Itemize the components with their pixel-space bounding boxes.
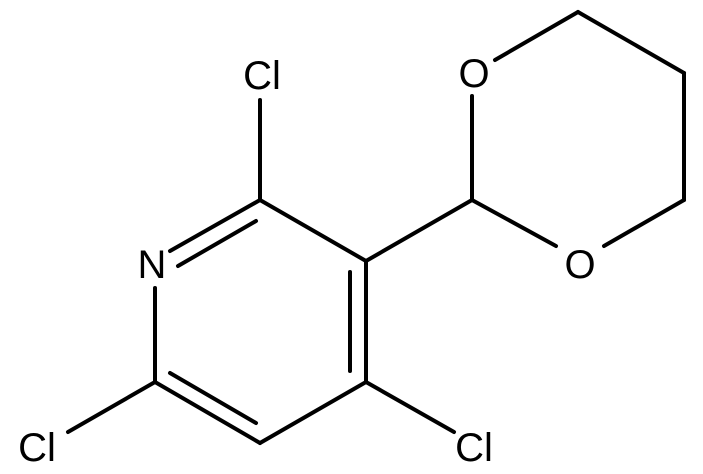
- pyridine-ring: [153, 198, 368, 445]
- bond-o3-c2prime: [470, 198, 558, 248]
- bond-c5-c6-double-inner: [168, 371, 258, 425]
- atom-label-n: N: [138, 243, 167, 287]
- dioxane-ring: [364, 10, 686, 263]
- bond-o1-c6prime: [493, 10, 580, 62]
- bond-c6prime-c5prime: [576, 10, 686, 75]
- atom-label-cl-6: Cl: [18, 426, 56, 470]
- atom-label-cl-2: Cl: [243, 54, 281, 98]
- atom-label-cl-4: Cl: [455, 426, 493, 470]
- chlorine-bonds: [66, 98, 456, 434]
- bond-c5-c6-double-outer: [153, 380, 262, 445]
- atom-label-o-3: O: [564, 243, 595, 287]
- bond-c6-cl: [66, 380, 157, 434]
- bond-c3-c2prime: [364, 198, 474, 263]
- atom-label-o-1: O: [458, 52, 489, 96]
- bond-c2-c3: [258, 198, 368, 263]
- bond-c4-c5: [258, 380, 368, 445]
- bond-n1-c2-double-outer: [168, 198, 262, 253]
- bond-c4prime-o3: [602, 198, 686, 248]
- atom-labels: N Cl Cl Cl O O: [18, 52, 595, 470]
- bond-n1-c2-double-inner: [176, 219, 258, 268]
- bond-c4-cl: [364, 380, 456, 434]
